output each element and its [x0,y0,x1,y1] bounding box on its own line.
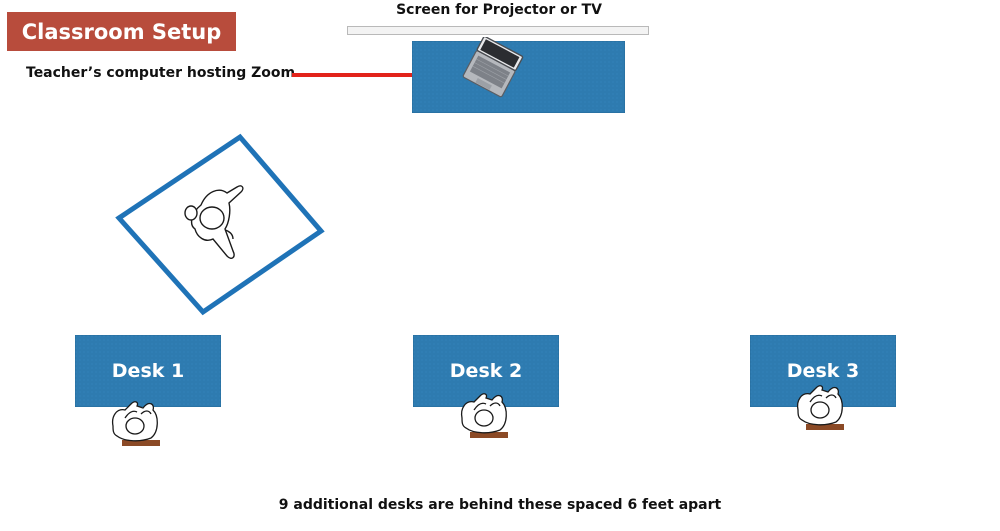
chair [470,432,508,438]
chair [122,440,160,446]
desk-label: Desk 1 [111,360,185,382]
desk-1: Desk 1 [75,335,221,407]
footer-note: 9 additional desks are behind these spac… [278,497,722,513]
page-title: Classroom Setup [21,19,222,44]
projector-screen [347,26,649,35]
student-figure-icon [111,401,158,442]
screen-label: Screen for Projector or TV [396,2,602,18]
student-figure-icon [460,393,507,434]
chair [806,424,844,430]
desk-3: Desk 3 [750,335,896,407]
student-figure-icon [796,385,843,426]
laptop-icon [462,37,524,98]
title-banner: Classroom Setup [7,12,236,51]
teacher-figure-icon [184,185,244,259]
teacher-computer-label: Teacher’s computer hosting Zoom [26,65,296,81]
teacher-area [115,133,325,316]
desk-label: Desk 3 [786,360,860,382]
teacher-desk [412,37,625,113]
desk-label: Desk 2 [449,360,523,382]
